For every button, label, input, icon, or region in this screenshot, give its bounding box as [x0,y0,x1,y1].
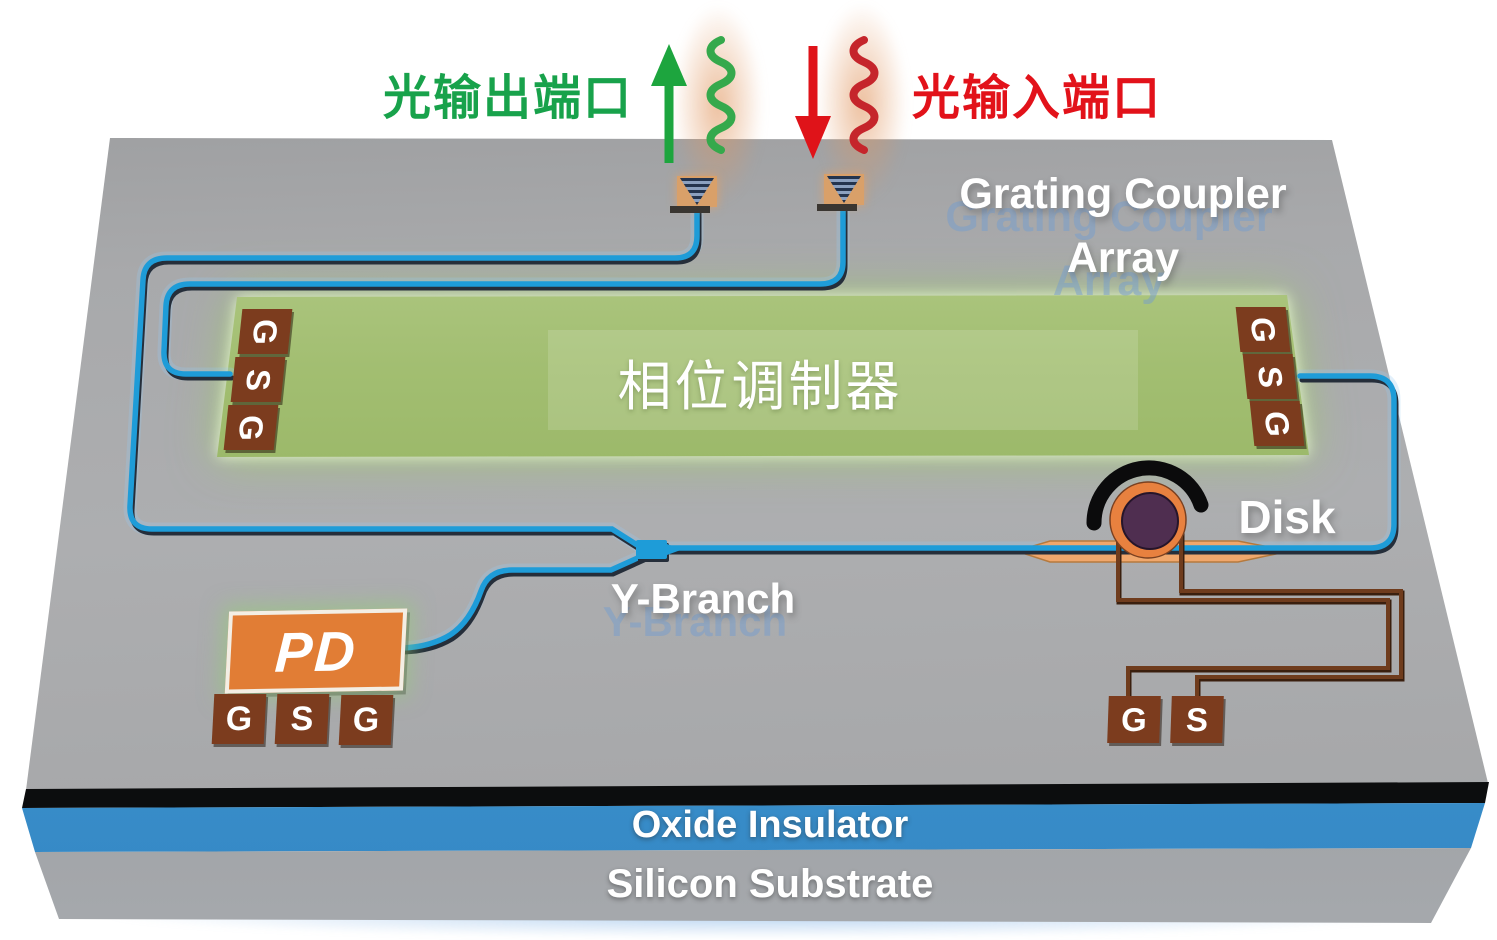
grating-coupler-input [817,174,864,211]
up-arrow-icon [651,44,687,163]
disk-electrode-wires [1116,526,1405,698]
pad-letter: G [1243,316,1284,343]
waveguide-output-path [127,204,702,555]
waveguide-main-bus [665,373,1399,555]
waveguide-input-path [161,202,848,381]
grating-coupler-output [670,176,717,213]
disk-core [1121,492,1179,550]
phase-modulator-highlight [548,330,1138,430]
disk-label: Disk [1238,491,1336,543]
grating-coupler-label-line2: Array [1066,234,1180,282]
pad-letter: G [231,414,272,441]
pd-label: PD [273,618,359,684]
modulator-right-pad-g2: G [1249,401,1305,446]
grating-icon [827,176,861,203]
modulator-left-pad-g2: G [223,405,279,450]
phase-modulator-label: 相位调制器 [617,357,903,417]
grating-coupler-label-ghost: Grating Coupler [945,193,1273,241]
disk-pad-s: S [1170,696,1224,743]
pad-letter: S [1185,700,1209,738]
pad-letter: G [1257,410,1298,437]
disk-pad-g: G [1107,696,1161,743]
pad-letter: G [245,318,286,345]
modulator-right-pad-s: S [1242,354,1298,399]
photodetector-block: PD [224,608,408,694]
grating-icon [680,178,714,205]
grating-coupler-label-line1: Grating Coupler [959,170,1287,218]
phase-modulator-region [213,292,1313,462]
disk-heater-arc [1086,460,1209,531]
modulator-left-pad-g1: G [237,309,293,354]
pad-letter: S [289,699,315,738]
modulator-left-pad-s: S [230,357,286,402]
pad-letter: G [224,699,254,738]
pad-letter: S [1250,365,1291,388]
pad-letter: G [351,700,381,739]
modulator-right-pad-g1: G [1235,307,1291,352]
pad-letter: G [1120,700,1148,738]
waveguide-pd-branch [399,553,647,655]
optical-input-port-label: 光输入端口 [912,72,1163,125]
pd-pad-g2: G [338,695,394,745]
y-branch-junction [636,540,682,562]
input-light-wave [849,36,879,154]
y-branch-label: Y-Branch [610,575,796,622]
grating-coupler-label-ghost: Array [1052,257,1166,305]
silicon-substrate-label: Silicon Substrate [606,862,934,906]
pd-pad-g1: G [211,694,267,744]
pd-pad-s: S [274,694,330,744]
disk-resonator [1086,460,1209,559]
down-arrow-icon [795,46,831,159]
y-branch-label-ghost: Y-Branch [602,598,788,645]
output-light-wave [706,36,736,154]
pad-letter: S [238,368,279,391]
optical-output-port-label: 光输出端口 [383,72,634,125]
oxide-insulator-label: Oxide Insulator [631,804,909,846]
phase-modulator-body [217,295,1309,457]
